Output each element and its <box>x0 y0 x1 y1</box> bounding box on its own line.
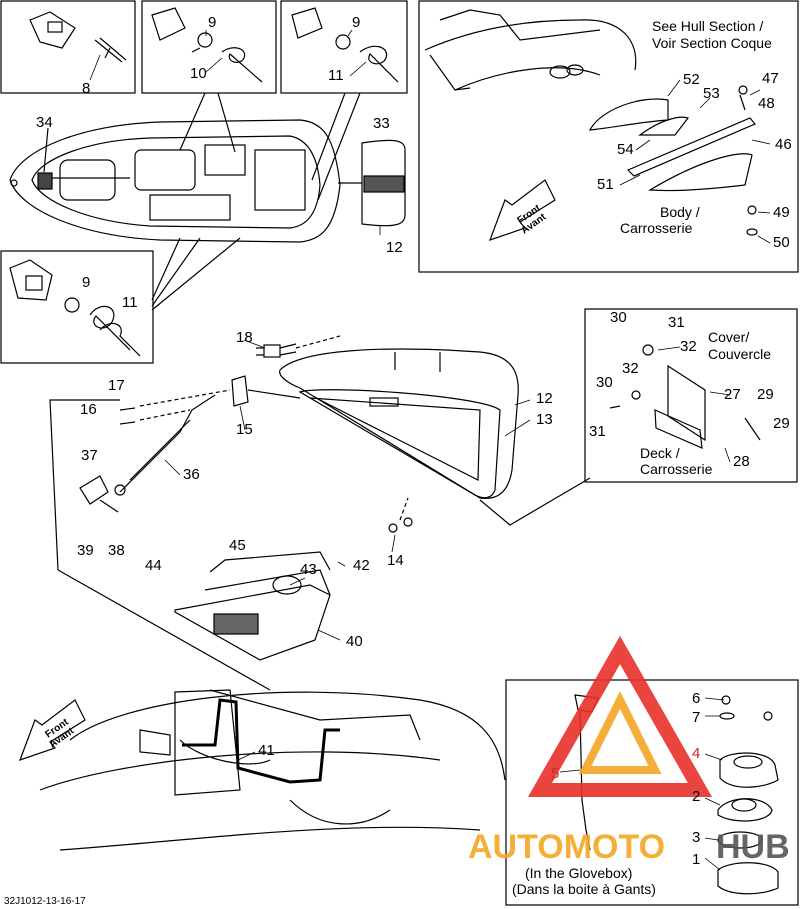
boat-top-view <box>9 119 341 243</box>
clamp-8-drawing <box>29 11 127 63</box>
callout-2: 2 <box>692 788 700 805</box>
clamp-9-11-lower-drawing <box>9 259 141 357</box>
diagram-code: 32J1012-13-16-17 <box>4 896 86 907</box>
callout-40: 40 <box>346 633 363 650</box>
callout-31b: 31 <box>589 423 606 440</box>
part-15-bracket <box>231 375 301 407</box>
callout-50: 50 <box>773 234 790 251</box>
text-labels: See Hull Section / Voir Section Coque Bo… <box>4 18 772 907</box>
callout-53: 53 <box>703 85 720 102</box>
glovebox-label-2: (Dans la boite à Gants) <box>512 881 656 897</box>
callout-37: 37 <box>81 447 98 464</box>
inset-frame-cover <box>584 308 798 483</box>
callout-38: 38 <box>108 542 125 559</box>
callout-29a: 29 <box>757 386 774 403</box>
callout-47: 47 <box>762 70 779 87</box>
callout-4: 4 <box>692 745 700 762</box>
callout-44: 44 <box>145 557 162 574</box>
inset-frame-9-11 <box>280 0 408 94</box>
inset-frame-9-10 <box>141 0 277 94</box>
callout-48: 48 <box>758 95 775 112</box>
callout-36: 36 <box>183 466 200 483</box>
callout-7: 7 <box>692 709 700 726</box>
deck-label-2: Carrosserie <box>640 461 713 477</box>
callout-9b: 9 <box>352 14 360 31</box>
callout-42: 42 <box>353 557 370 574</box>
callout-30b: 30 <box>596 374 613 391</box>
callout-11a: 11 <box>328 67 344 84</box>
callout-54: 54 <box>617 141 634 158</box>
glovebox-cover <box>279 348 519 499</box>
callout-15: 15 <box>236 421 253 438</box>
hull-section-label-1: See Hull Section / <box>652 18 763 34</box>
part-40-tray <box>174 551 331 661</box>
callout-18: 18 <box>236 329 253 346</box>
part-34-mat <box>37 172 53 190</box>
callout-29b: 29 <box>773 415 790 432</box>
callout-17: 17 <box>108 377 125 394</box>
hull-section-drawing <box>424 9 758 236</box>
callout-8: 8 <box>82 80 90 97</box>
callout-leaders <box>89 29 771 871</box>
deck-label-1: Deck / <box>640 445 680 461</box>
part-33-panel <box>361 139 406 227</box>
hull-lower-drawing <box>39 689 506 851</box>
part-16-screws <box>119 389 231 425</box>
cover-label-1: Cover/ <box>708 329 749 345</box>
inset-frame-hull <box>418 0 799 273</box>
clamp-9-10-drawing <box>151 7 263 83</box>
callout-9a: 9 <box>208 14 216 31</box>
callout-32a: 32 <box>680 338 697 355</box>
cover-label-2: Couvercle <box>708 346 771 362</box>
callout-49: 49 <box>773 204 790 221</box>
callout-34: 34 <box>36 114 53 131</box>
watermark-logo: AUTOMOTO HUB <box>468 635 790 866</box>
part-14-screws <box>388 497 413 533</box>
inset-frame-glovebox <box>505 679 799 906</box>
callout-52: 52 <box>683 71 700 88</box>
callout-10: 10 <box>190 65 207 82</box>
hull-section-label-2: Voir Section Coque <box>652 35 772 51</box>
callout-12b: 12 <box>536 390 553 407</box>
callout-45: 45 <box>229 537 246 554</box>
callout-46: 46 <box>775 136 792 153</box>
callout-31a: 31 <box>668 314 685 331</box>
part-18-fitting <box>256 335 341 358</box>
glovebox-label-1: (In the Glovebox) <box>525 865 632 881</box>
callout-1: 1 <box>692 851 700 868</box>
callout-5: 5 <box>551 765 559 782</box>
clamp-9-11-drawing <box>291 7 399 83</box>
callout-39: 39 <box>77 542 94 559</box>
part-41-seal <box>182 698 340 784</box>
front-arrow-lower: Front Avant <box>18 699 86 761</box>
callout-28: 28 <box>733 453 750 470</box>
body-label-2: Carrosserie <box>620 220 693 236</box>
part-37-bracket <box>79 475 119 513</box>
body-label-1: Body / <box>660 204 700 220</box>
callout-30a: 30 <box>610 309 627 326</box>
callout-32b: 32 <box>622 360 639 377</box>
hinge-assembly <box>609 344 761 449</box>
front-arrow-upper: Front Avant <box>488 179 556 241</box>
callout-11b: 11 <box>122 294 138 311</box>
callout-6: 6 <box>692 690 700 707</box>
callout-13: 13 <box>536 411 553 428</box>
callout-41: 41 <box>258 742 275 759</box>
part-36-gas-spring <box>114 394 216 496</box>
callout-14: 14 <box>387 552 404 569</box>
callout-27: 27 <box>724 386 741 403</box>
watermark-text-2: HUB <box>716 828 790 866</box>
callout-9c: 9 <box>82 274 90 291</box>
callout-51: 51 <box>597 176 614 193</box>
inset-frame-8 <box>0 0 136 94</box>
callout-33: 33 <box>373 115 390 132</box>
callout-43: 43 <box>300 561 317 578</box>
watermark-text-1: AUTOMOTO <box>468 828 665 866</box>
callouts: 8 9 10 9 11 34 33 12 9 11 52 53 47 48 54… <box>36 14 792 868</box>
callout-12a: 12 <box>386 239 403 256</box>
inset-frame-9-11-lower <box>0 250 154 364</box>
callout-16: 16 <box>80 401 97 418</box>
callout-3: 3 <box>692 829 700 846</box>
